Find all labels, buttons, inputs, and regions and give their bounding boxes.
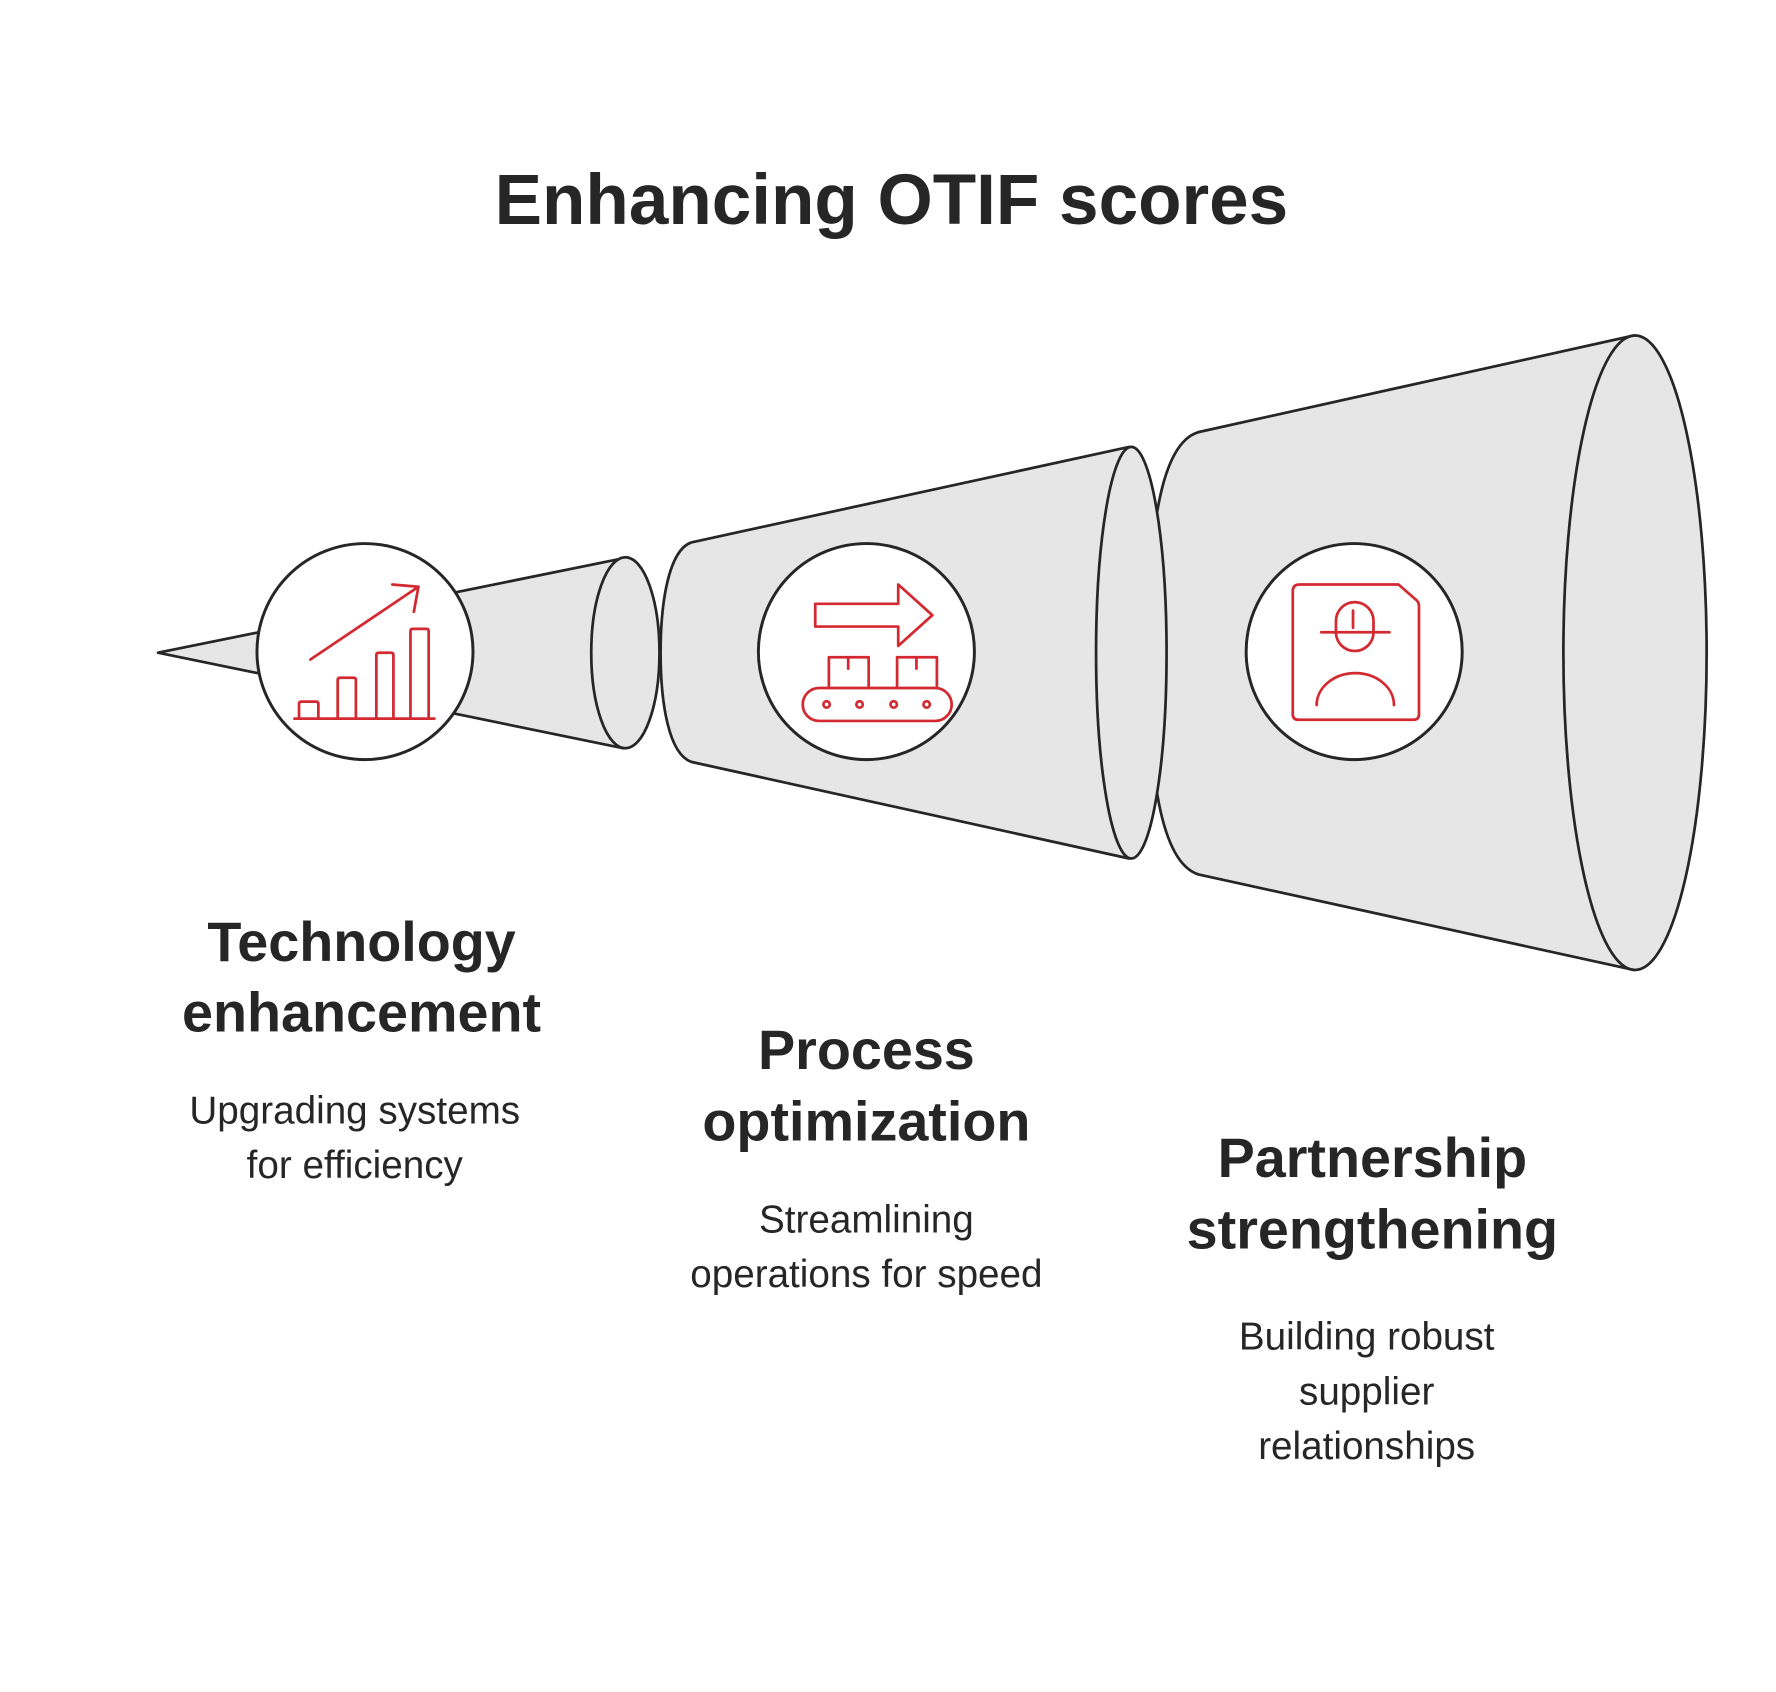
stage-2-description-line-2: operations for speed	[690, 1253, 1042, 1296]
stage-2-description-line-1: Streamlining	[759, 1199, 974, 1242]
stage-3-description-line-2: supplier	[1299, 1370, 1434, 1413]
stage-3-heading-line-2: strengthening	[1187, 1198, 1558, 1260]
stage-3-heading-line-1: Partnership	[1218, 1127, 1528, 1189]
stage-3-description-line-1: Building robust	[1239, 1316, 1495, 1359]
cone-2-rim	[1094, 445, 1168, 860]
badge-circle	[255, 542, 475, 762]
worker-id-card-icon	[1291, 583, 1421, 722]
cone-3-rim	[1562, 334, 1709, 972]
stage-3-badge	[1244, 542, 1464, 762]
stage-1-text: Technology enhancement Upgrading systems…	[182, 911, 541, 1187]
stage-1-description-line-2: for efficiency	[247, 1144, 464, 1187]
stage-3-text: Partnership strengthening Building robus…	[1187, 1127, 1558, 1468]
growth-bar-chart-icon	[293, 583, 436, 721]
conveyor-belt-arrow-icon	[801, 583, 954, 723]
badge-circle	[756, 542, 976, 762]
stage-1-heading-line-1: Technology	[207, 911, 515, 973]
stage-2-text: Process optimization Streamlining operat…	[690, 1019, 1042, 1296]
stage-2-heading-line-1: Process	[758, 1019, 975, 1081]
stage-2-badge	[756, 542, 976, 762]
cone-1-rim	[589, 555, 661, 750]
stage-1-description-line-1: Upgrading systems	[189, 1089, 520, 1132]
stage-3-description-line-3: relationships	[1258, 1425, 1475, 1468]
stage-1-badge	[255, 542, 475, 762]
page-title: Enhancing OTIF scores	[495, 161, 1289, 240]
stage-1-heading-line-2: enhancement	[182, 981, 541, 1043]
stage-2-heading-line-2: optimization	[702, 1090, 1030, 1152]
